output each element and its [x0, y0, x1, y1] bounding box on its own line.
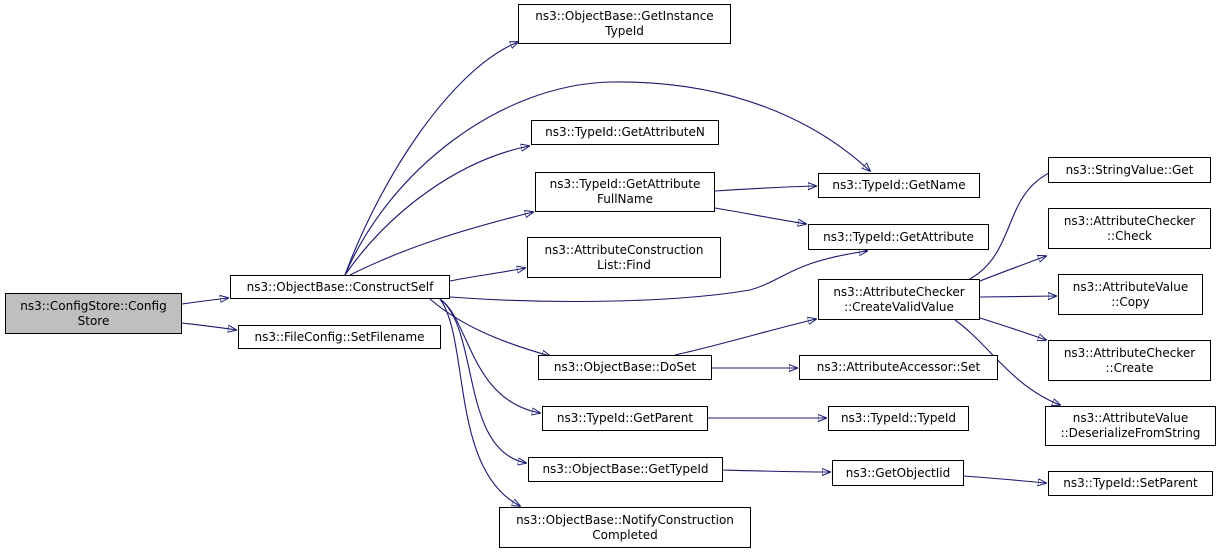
- node-setparent-line1: ns3::TypeId::SetParent: [1063, 476, 1198, 490]
- node-configstore-line1: ns3::ConfigStore::Config: [20, 298, 167, 313]
- node-setfilename-line1: ns3::FileConfig::SetFilename: [254, 329, 425, 344]
- node-stringvalue-get-line1: ns3::StringValue::Get: [1065, 162, 1194, 177]
- node-setparent[interactable]: ns3::TypeId::SetParent: [1048, 471, 1213, 496]
- node-typeid-ctor[interactable]: ns3::TypeId::TypeId: [828, 406, 969, 431]
- node-checker-check[interactable]: ns3::AttributeChecker ::Check: [1048, 208, 1211, 249]
- edge-constructself-getname: [344, 81, 870, 276]
- edge-getattributefullname-getattribute: [714, 207, 806, 224]
- node-getinstancetypeid-line2: TypeId: [605, 24, 644, 38]
- node-doset[interactable]: ns3::ObjectBase::DoSet: [538, 355, 712, 380]
- node-getattributen-line1: ns3::TypeId::GetAttributeN: [545, 125, 705, 139]
- edge-gettypeid-getobjectiid: [722, 470, 830, 472]
- edge-constructself-notifyconstructioncompleted: [439, 298, 520, 506]
- edge-createvalidvalue-value-copy: [979, 296, 1056, 297]
- node-configstore[interactable]: ns3::ConfigStore::Config Store: [5, 293, 182, 334]
- node-getattributen[interactable]: ns3::TypeId::GetAttributeN: [531, 120, 719, 145]
- node-constructself-line1: ns3::ObjectBase::ConstructSelf: [246, 279, 434, 294]
- node-doset-line1: ns3::ObjectBase::DoSet: [553, 360, 697, 374]
- node-configstore-line2: Store: [77, 313, 110, 328]
- node-value-copy-line1: ns3::AttributeValue: [1072, 279, 1189, 294]
- node-getattribute-line1: ns3::TypeId::GetAttribute: [823, 229, 974, 244]
- edge-configstore-constructself: [181, 298, 228, 305]
- node-value-deserialize-line1: ns3::AttributeValue: [1072, 411, 1189, 425]
- node-getobjectiid-line1: ns3::GetObjectIid: [845, 465, 951, 480]
- node-getname-line1: ns3::TypeId::GetName: [832, 178, 966, 192]
- node-getattributefullname-line1: ns3::TypeId::GetAttribute: [549, 177, 701, 191]
- node-accessor-set[interactable]: ns3::AttributeAccessor::Set: [799, 355, 998, 380]
- edge-constructself-getparent: [439, 298, 540, 413]
- node-getattributefullname[interactable]: ns3::TypeId::GetAttribute FullName: [535, 172, 715, 212]
- node-accessor-set-line1: ns3::AttributeAccessor::Set: [816, 360, 981, 374]
- node-checker-create-line1: ns3::AttributeChecker: [1063, 345, 1196, 360]
- node-getattribute[interactable]: ns3::TypeId::GetAttribute: [808, 224, 989, 250]
- edge-constructself-doset: [429, 298, 550, 356]
- edge-constructself-getattributefullname: [349, 212, 533, 276]
- node-value-deserialize[interactable]: ns3::AttributeValue ::DeserializeFromStr…: [1045, 406, 1216, 446]
- node-value-copy[interactable]: ns3::AttributeValue ::Copy: [1058, 274, 1203, 315]
- edge-getattributefullname-getname: [714, 186, 816, 192]
- edge-createvalidvalue-checker-check: [979, 256, 1046, 282]
- node-notifyconstructioncompleted-line2: Completed: [592, 527, 658, 542]
- node-acl-find[interactable]: ns3::AttributeConstruction List::Find: [527, 237, 721, 278]
- node-gettypeid[interactable]: ns3::ObjectBase::GetTypeId: [528, 457, 723, 482]
- node-createvalidvalue-line1: ns3::AttributeChecker: [833, 284, 965, 299]
- node-getobjectiid[interactable]: ns3::GetObjectIid: [832, 460, 964, 486]
- edge-getobjectiid-setparent: [963, 475, 1046, 483]
- edge-constructself-acl-find: [449, 268, 525, 282]
- edge-doset-createvalidvalue: [674, 319, 816, 356]
- node-acl-find-line2: List::Find: [597, 257, 651, 272]
- node-checker-create-line2: ::Create: [1105, 360, 1154, 375]
- node-getparent[interactable]: ns3::TypeId::GetParent: [542, 406, 708, 431]
- edge-configstore-setfilename: [181, 322, 236, 330]
- node-getname[interactable]: ns3::TypeId::GetName: [818, 173, 980, 198]
- node-stringvalue-get[interactable]: ns3::StringValue::Get: [1048, 157, 1211, 183]
- node-value-copy-line2: ::Copy: [1111, 294, 1150, 309]
- node-createvalidvalue[interactable]: ns3::AttributeChecker ::CreateValidValue: [818, 279, 980, 320]
- node-setfilename[interactable]: ns3::FileConfig::SetFilename: [238, 325, 441, 349]
- node-getattributefullname-line2: FullName: [597, 192, 653, 206]
- node-notifyconstructioncompleted[interactable]: ns3::ObjectBase::NotifyConstruction Comp…: [499, 507, 751, 548]
- edge-constructself-gettypeid: [439, 298, 526, 463]
- node-gettypeid-line1: ns3::ObjectBase::GetTypeId: [542, 462, 709, 476]
- edge-createvalidvalue-stringvalue-get: [969, 168, 1060, 280]
- node-checker-create[interactable]: ns3::AttributeChecker ::Create: [1048, 340, 1211, 381]
- node-acl-find-line1: ns3::AttributeConstruction: [544, 242, 704, 257]
- node-checker-check-line2: ::Check: [1107, 228, 1152, 243]
- node-createvalidvalue-line2: ::CreateValidValue: [844, 299, 954, 314]
- node-typeid-ctor-line1: ns3::TypeId::TypeId: [840, 411, 957, 425]
- node-value-deserialize-line2: ::DeserializeFromString: [1060, 426, 1201, 440]
- node-constructself[interactable]: ns3::ObjectBase::ConstructSelf: [230, 275, 450, 299]
- node-getinstancetypeid-line1: ns3::ObjectBase::GetInstance: [535, 9, 714, 23]
- node-notifyconstructioncompleted-line1: ns3::ObjectBase::NotifyConstruction: [516, 512, 734, 527]
- edge-createvalidvalue-checker-create: [979, 317, 1046, 340]
- node-getinstancetypeid[interactable]: ns3::ObjectBase::GetInstance TypeId: [518, 4, 731, 44]
- edge-constructself-getattributen: [344, 146, 529, 276]
- node-getparent-line1: ns3::TypeId::GetParent: [556, 411, 694, 425]
- edge-constructself-getinstancetypeid: [344, 42, 518, 276]
- node-checker-check-line1: ns3::AttributeChecker: [1063, 213, 1196, 228]
- edge-constructself-getattribute: [449, 251, 867, 303]
- edge-createvalidvalue-value-deserialize: [954, 319, 1060, 405]
